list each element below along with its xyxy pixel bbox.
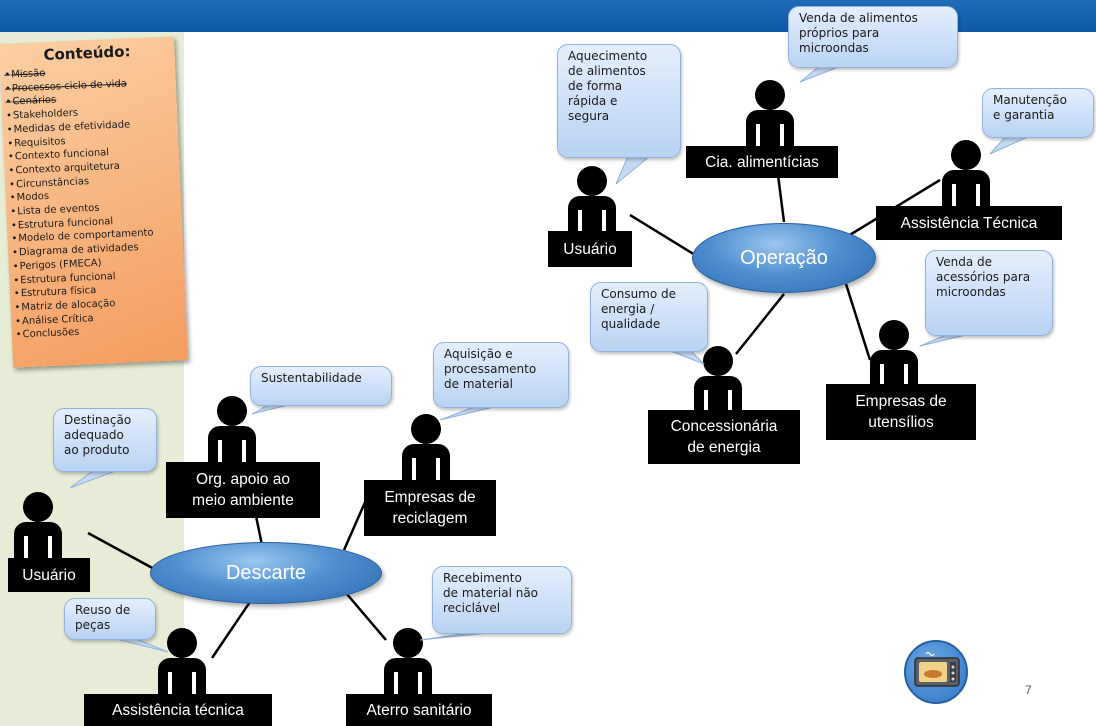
person-icon <box>208 396 256 468</box>
bubble-tail <box>989 135 1031 155</box>
stakeholder-label: Usuário <box>548 231 632 267</box>
microwave-icon <box>904 640 968 704</box>
connector-line <box>844 283 872 361</box>
connector-line <box>254 515 264 546</box>
stakeholder-label: Aterro sanitário <box>346 694 492 726</box>
person-icon <box>384 628 432 700</box>
connector-line <box>87 531 157 572</box>
bubble-tail <box>615 155 652 185</box>
connector-line <box>776 174 786 223</box>
bubble-tail <box>667 349 705 365</box>
speech-bubble: Aquecimento de alimentos de forma rápida… <box>557 44 681 158</box>
descarte-hub: Descarte <box>150 542 382 604</box>
connector-line <box>629 213 701 260</box>
connector-line <box>342 499 368 551</box>
page-number: 7 <box>1025 683 1032 697</box>
stakeholder-label: Usuário <box>8 558 90 592</box>
speech-bubble: Destinação adequado ao produto <box>53 408 157 472</box>
bubble-tail <box>439 405 499 421</box>
speech-bubble: Venda de alimentos próprios para microon… <box>788 6 958 68</box>
stakeholder-label: Empresas de reciclagem <box>364 480 496 536</box>
stakeholder-label: Concessionária de energia <box>648 410 800 464</box>
speech-bubble: Recebimento de material não reciclável <box>432 566 572 634</box>
speech-bubble: Venda de acessórios para microondas <box>925 250 1053 336</box>
speech-bubble: Consumo de energia / qualidade <box>590 282 708 352</box>
speech-bubble: Aquisição e processamento de material <box>433 342 569 408</box>
stakeholder-label: Empresas de utensílios <box>826 384 976 440</box>
stakeholder-label: Cia. alimentícias <box>686 146 838 178</box>
person-icon <box>942 140 990 212</box>
stakeholder-label: Org. apoio ao meio ambiente <box>166 462 320 518</box>
connector-line <box>345 592 387 641</box>
person-icon <box>746 80 794 152</box>
person-icon <box>14 492 62 564</box>
person-icon <box>158 628 206 700</box>
bubble-tail <box>111 637 169 653</box>
connector-line <box>735 293 785 355</box>
operacao-hub: Operação <box>692 223 876 293</box>
speech-bubble: Sustentabilidade <box>250 366 392 406</box>
stakeholder-label: Assistência técnica <box>84 694 272 726</box>
bubble-tail <box>69 469 119 489</box>
connector-line <box>210 595 256 659</box>
speech-bubble: Reuso de peças <box>64 598 156 640</box>
person-icon <box>402 414 450 486</box>
stakeholder-label: Assistência Técnica <box>876 206 1062 240</box>
speech-bubble: Manutenção e garantia <box>982 88 1094 138</box>
